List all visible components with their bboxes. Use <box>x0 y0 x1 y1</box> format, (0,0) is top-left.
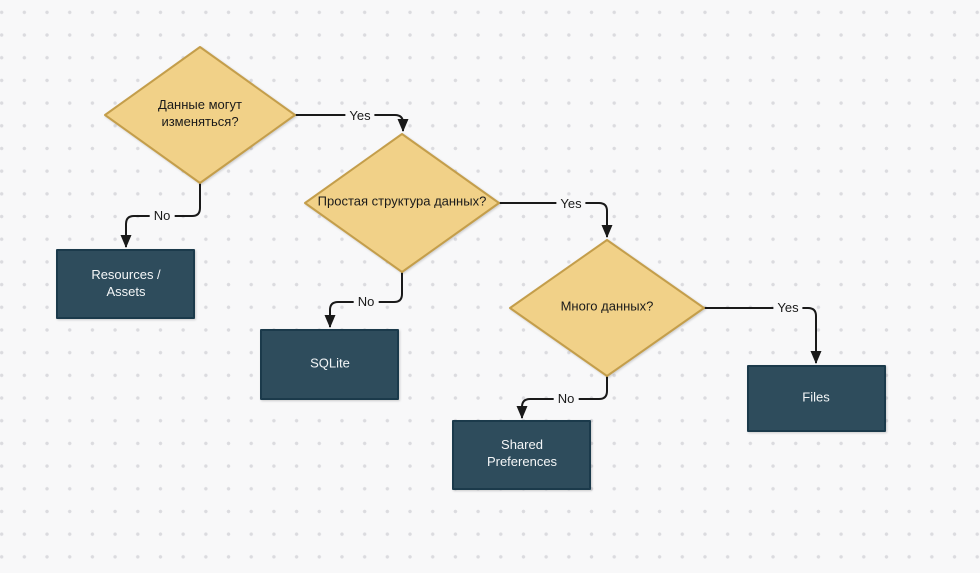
result-resources-assets-shape[interactable] <box>56 249 195 319</box>
result-sqlite-shape[interactable] <box>260 329 399 400</box>
decision-much-data-shape[interactable] <box>509 239 705 377</box>
edge-label-mutable-no: No <box>149 207 175 225</box>
result-shared-preferences-label: Shared Preferences <box>486 437 558 469</box>
edge-mutable-yes[interactable] <box>295 114 409 132</box>
edge-label-much-no: No <box>553 390 579 408</box>
decision-simple-structure-label: Простая структура данных? <box>317 193 487 209</box>
edge-label-structure-yes: Yes <box>556 195 586 213</box>
edge-much-yes[interactable] <box>704 307 822 364</box>
edge-label-structure-no: No <box>353 293 379 311</box>
result-resources-assets-label: Resources / Assets <box>91 267 161 299</box>
edge-label-mutable-yes: Yes <box>345 107 375 125</box>
decision-data-mutable-label: Данные могут изменяться? <box>158 97 242 129</box>
edge-structure-yes[interactable] <box>499 202 613 238</box>
result-files-shape[interactable] <box>747 365 886 432</box>
result-sqlite-label: SQLite <box>310 355 350 371</box>
edge-label-much-yes: Yes <box>773 299 803 317</box>
result-shared-preferences-shape[interactable] <box>452 420 591 490</box>
decision-simple-structure-shape[interactable] <box>304 133 500 273</box>
decision-much-data-label: Много данных? <box>560 298 654 314</box>
decision-data-mutable-shape[interactable] <box>104 46 296 184</box>
result-files-label: Files <box>802 389 830 405</box>
